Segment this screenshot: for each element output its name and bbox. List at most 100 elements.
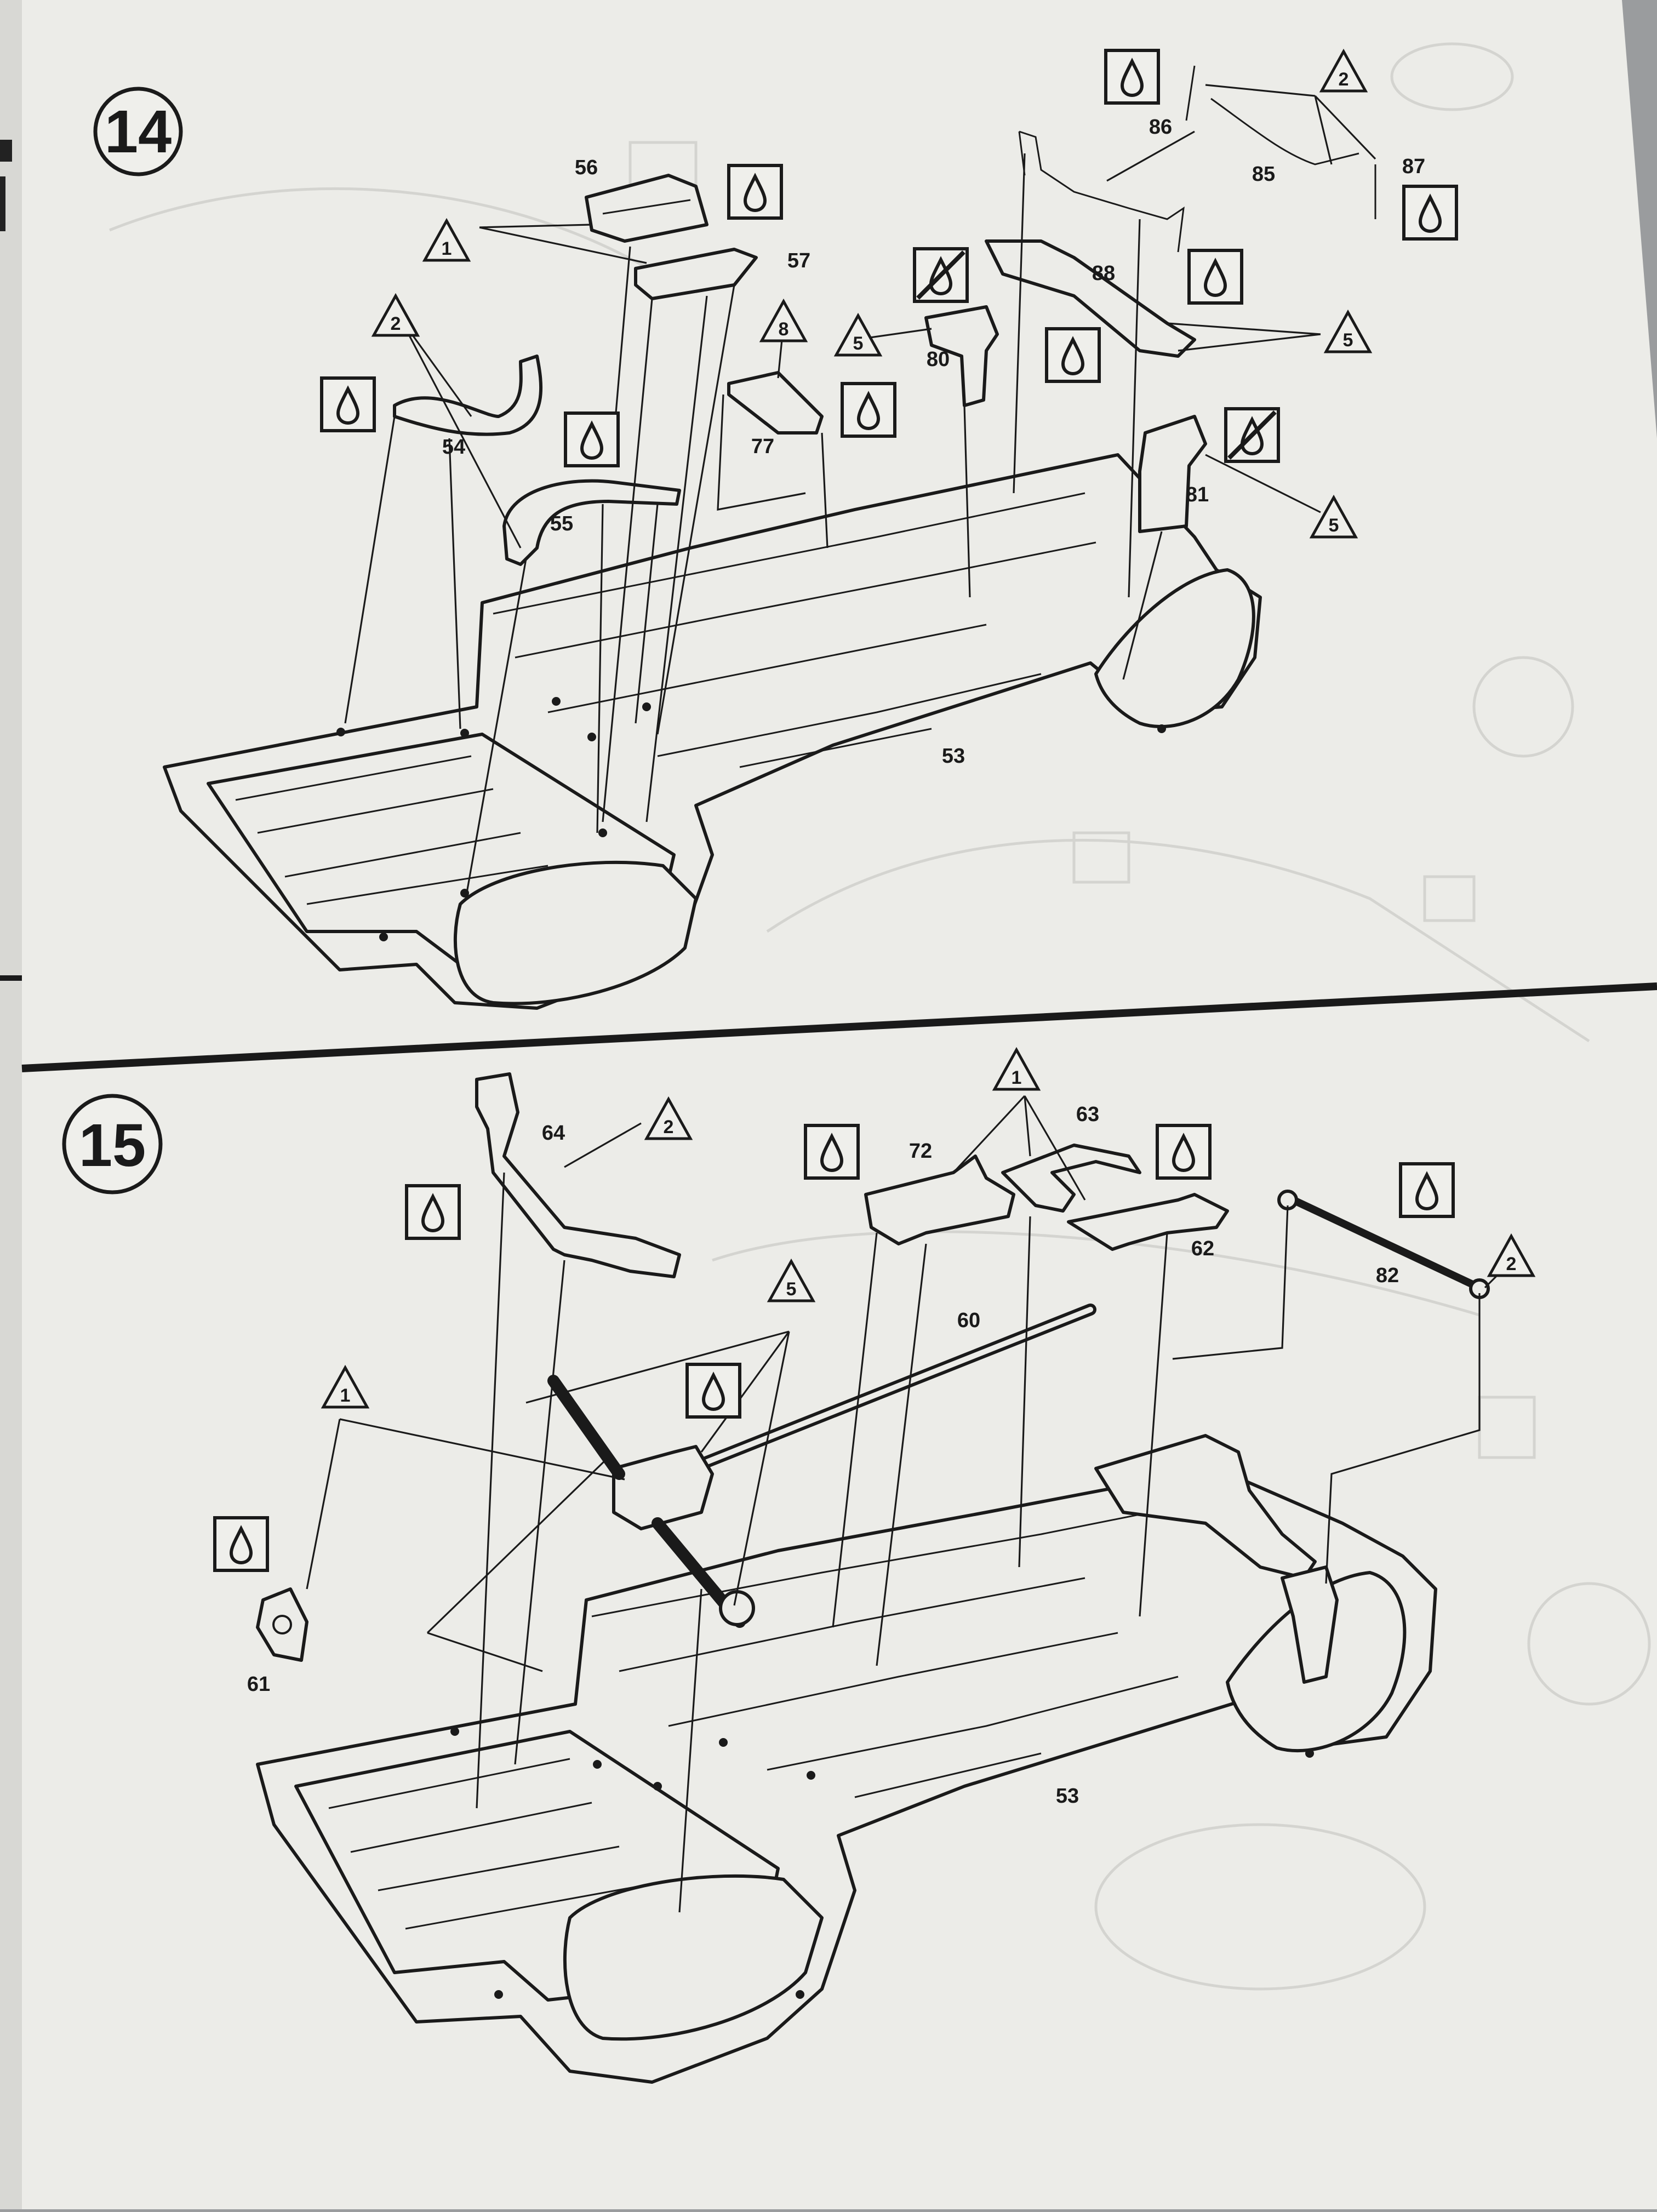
part-label-64: 64 — [542, 1122, 565, 1145]
hub — [719, 1590, 755, 1626]
part-label-62: 62 — [1191, 1237, 1214, 1260]
triangle-label: 5 — [1343, 330, 1353, 351]
triangle-marker-icon: 5 — [769, 1261, 813, 1301]
triangle-label: 8 — [779, 319, 789, 340]
glue-drop-icon — [1106, 50, 1158, 103]
step-number: 14 — [105, 98, 172, 165]
glue-drop-icon — [842, 384, 895, 436]
part-label-57: 57 — [787, 249, 810, 272]
front-wheel-arch — [453, 860, 698, 1005]
glue-drop-icon — [215, 1518, 267, 1570]
triangle-marker-icon: 5 — [1326, 312, 1370, 352]
part-80-spindle — [924, 305, 999, 407]
no-glue-icon — [1226, 409, 1278, 461]
part-label-80: 80 — [927, 348, 950, 371]
chassis-detail — [235, 492, 1096, 905]
triangle-marker-icon: 2 — [374, 296, 418, 335]
glue-drop-icon — [565, 413, 618, 466]
part-56-detail — [602, 199, 691, 215]
glue-drop-icon — [322, 378, 374, 431]
triangle-marker-icon: 2 — [1322, 52, 1365, 91]
step-14: 14 53 56 57 54 55 77 80 — [93, 50, 1456, 1010]
differential — [612, 1445, 714, 1530]
triangle-marker-icon: 1 — [323, 1368, 367, 1407]
step-circle-icon — [93, 87, 183, 176]
triangle-label: 2 — [1506, 1254, 1517, 1274]
part-label-60: 60 — [957, 1309, 980, 1332]
step-circle-icon — [62, 1094, 163, 1194]
triangle-marker-icon: 2 — [647, 1099, 690, 1139]
glue-drop-icon — [1047, 329, 1099, 381]
part-86-rod — [1185, 65, 1196, 121]
glue-drop-icon — [805, 1125, 858, 1178]
glue-drop-icon — [1189, 250, 1242, 303]
part-72-seat — [864, 1154, 1015, 1245]
triangle-label: 1 — [340, 1385, 351, 1406]
part-label-53: 53 — [942, 745, 965, 768]
triangle-label: 5 — [786, 1279, 797, 1300]
part-label-61: 61 — [247, 1673, 270, 1696]
part-label-87: 87 — [1402, 155, 1425, 178]
triangle-marker-icon: 8 — [762, 301, 805, 341]
chassis-detail — [328, 1495, 1233, 1930]
leader-lines-14 — [344, 84, 1376, 899]
part-label-72: 72 — [909, 1140, 932, 1163]
part-label-77: 77 — [751, 435, 774, 458]
paper-fold-edge — [0, 0, 22, 2209]
part-label-82: 82 — [1376, 1264, 1399, 1287]
glue-drop-icon — [1404, 186, 1456, 239]
glue-drop-icon — [1157, 1125, 1210, 1178]
part-label-81: 81 — [1186, 483, 1209, 506]
part-63-panel — [1001, 1144, 1141, 1213]
part-label-54: 54 — [442, 436, 465, 459]
triangle-marker-icon: 1 — [425, 221, 468, 260]
part-label-85: 85 — [1252, 163, 1275, 186]
glue-drop-icon — [729, 165, 781, 218]
triangle-label: 5 — [1329, 515, 1339, 536]
part-60-driveshaft-core — [688, 1307, 1093, 1471]
glue-drop-icon — [407, 1186, 459, 1238]
part-label-86: 86 — [1149, 116, 1172, 139]
part-label-53: 53 — [1056, 1785, 1079, 1808]
no-glue-icon — [915, 249, 967, 301]
glue-drop-icon — [687, 1364, 740, 1417]
triangle-label: 2 — [391, 313, 401, 334]
triangle-label: 1 — [442, 238, 452, 259]
triangle-marker-icon: 5 — [836, 316, 880, 355]
part-label-63: 63 — [1076, 1103, 1099, 1126]
leader-lines-15 — [306, 1095, 1513, 1913]
part-label-88: 88 — [1092, 262, 1115, 285]
triangle-marker-icon: 1 — [995, 1050, 1038, 1089]
show-through-ghost — [109, 42, 1651, 1991]
part-64-arm — [475, 1072, 681, 1278]
chassis-holes — [336, 697, 1166, 941]
page-edge-mark — [0, 140, 12, 162]
part-55-arm — [502, 479, 681, 566]
part-61-hole — [272, 1615, 292, 1634]
part-label-55: 55 — [550, 512, 573, 535]
chassis-holes — [450, 1727, 1314, 1999]
part-61-plate — [256, 1587, 308, 1662]
triangle-label: 1 — [1012, 1067, 1022, 1088]
part-82-rod — [1289, 1196, 1483, 1291]
step-number: 15 — [79, 1112, 146, 1179]
part-81-spindle — [1138, 415, 1207, 533]
part-56-bracket — [585, 174, 708, 243]
triangle-marker-icon: 2 — [1489, 1236, 1533, 1276]
front-wheel-arch — [563, 1874, 824, 2041]
part-label-56: 56 — [575, 156, 598, 179]
step-15: 15 53 64 72 63 62 60 — [62, 1050, 1533, 2084]
triangle-label: 5 — [853, 333, 864, 354]
part-85-bar — [1210, 98, 1359, 165]
triangle-marker-icon: 5 — [1312, 498, 1356, 537]
triangle-label: 2 — [664, 1117, 674, 1138]
rear-wheel-arch — [1094, 568, 1255, 729]
triangle-label: 2 — [1339, 69, 1349, 90]
page-edge-mark — [0, 176, 5, 231]
step-divider — [21, 982, 1657, 1072]
part-62-panel — [1067, 1193, 1229, 1251]
part-88-steering — [985, 239, 1196, 358]
glue-drop-icon — [1401, 1164, 1453, 1216]
